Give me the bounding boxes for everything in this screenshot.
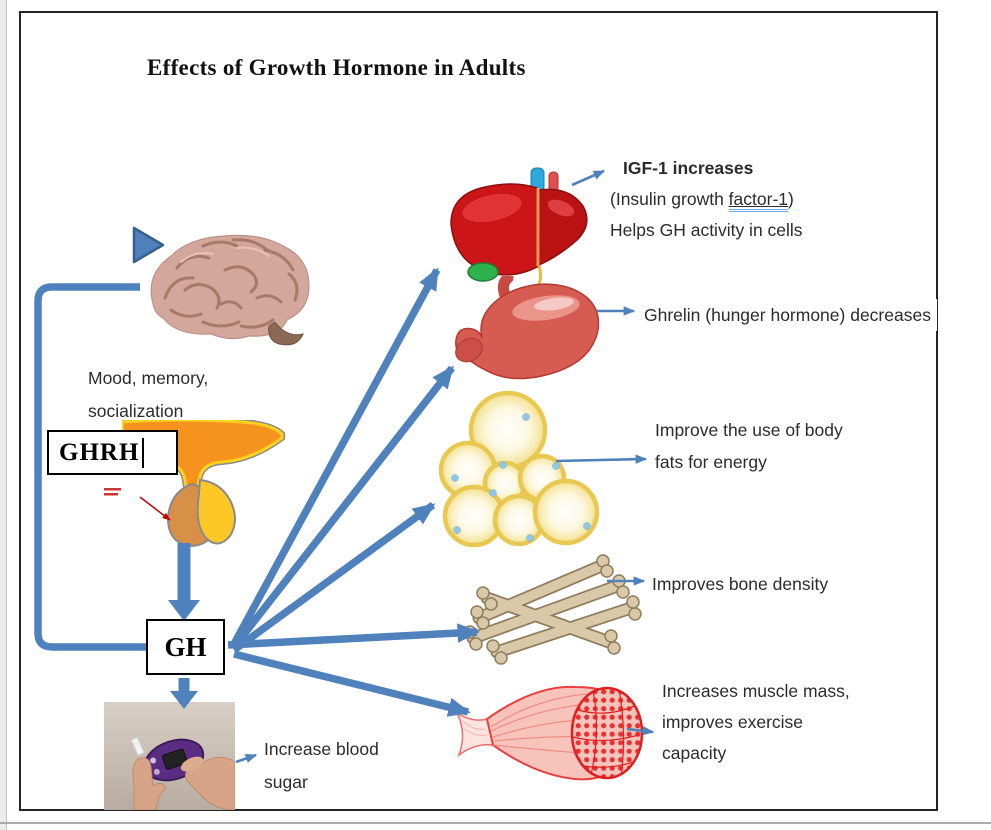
muscle-label: Increases muscle mass, improves exercise… — [662, 676, 850, 769]
brain-label-line1: Mood, memory, — [88, 368, 209, 388]
page-title: Effects of Growth Hormone in Adults — [147, 55, 526, 80]
igf-text-block: IGF-1 increases (Insulin growth factor-1… — [610, 153, 803, 246]
glucose-meter-photo — [104, 702, 235, 810]
glucose-label-line2: sugar — [264, 772, 308, 792]
brain-image — [150, 234, 310, 346]
fat-label-line2: fats for energy — [655, 452, 767, 472]
bones-image — [463, 554, 642, 665]
glucose-label-line1: Increase blood — [264, 739, 379, 759]
igf-line3: Helps GH activity in cells — [610, 220, 803, 240]
fat-label: Improve the use of body fats for energy — [655, 414, 843, 478]
muscle-label-line2: improves exercise — [662, 712, 804, 732]
ghrelin-label: Ghrelin (hunger hormone) decreases — [644, 299, 937, 331]
muscle-label-line3: capacity — [662, 743, 727, 763]
fat-cells-image — [438, 390, 600, 548]
text-cursor — [142, 437, 145, 468]
glucose-label: Increase blood sugar — [264, 733, 379, 799]
igf-sub-suffix: ) — [788, 189, 794, 209]
page-bottom-rule — [0, 822, 991, 824]
document-edge-strip — [0, 0, 7, 830]
stomach-image — [455, 276, 600, 380]
gh-box: GH — [146, 619, 225, 675]
ghrh-box[interactable]: GHRH — [47, 430, 178, 475]
liver-image — [450, 167, 588, 292]
igf-subtext: (Insulin growth factor-1) — [610, 184, 803, 215]
igf-heading: IGF-1 increases — [623, 158, 754, 178]
muscle-image — [455, 685, 644, 781]
bone-label: Improves bone density — [652, 574, 829, 594]
fat-label-line1: Improve the use of body — [655, 420, 843, 440]
muscle-label-line1: Increases muscle mass, — [662, 681, 850, 701]
igf-sub-underlined: factor-1 — [728, 189, 788, 212]
igf-sub-prefix: (Insulin growth — [610, 189, 729, 209]
brain-label-line2: socialization — [88, 401, 184, 421]
gh-label: GH — [164, 631, 207, 662]
ghrh-label: GHRH — [59, 438, 140, 466]
brain-label: Mood, memory, socialization — [88, 362, 208, 428]
